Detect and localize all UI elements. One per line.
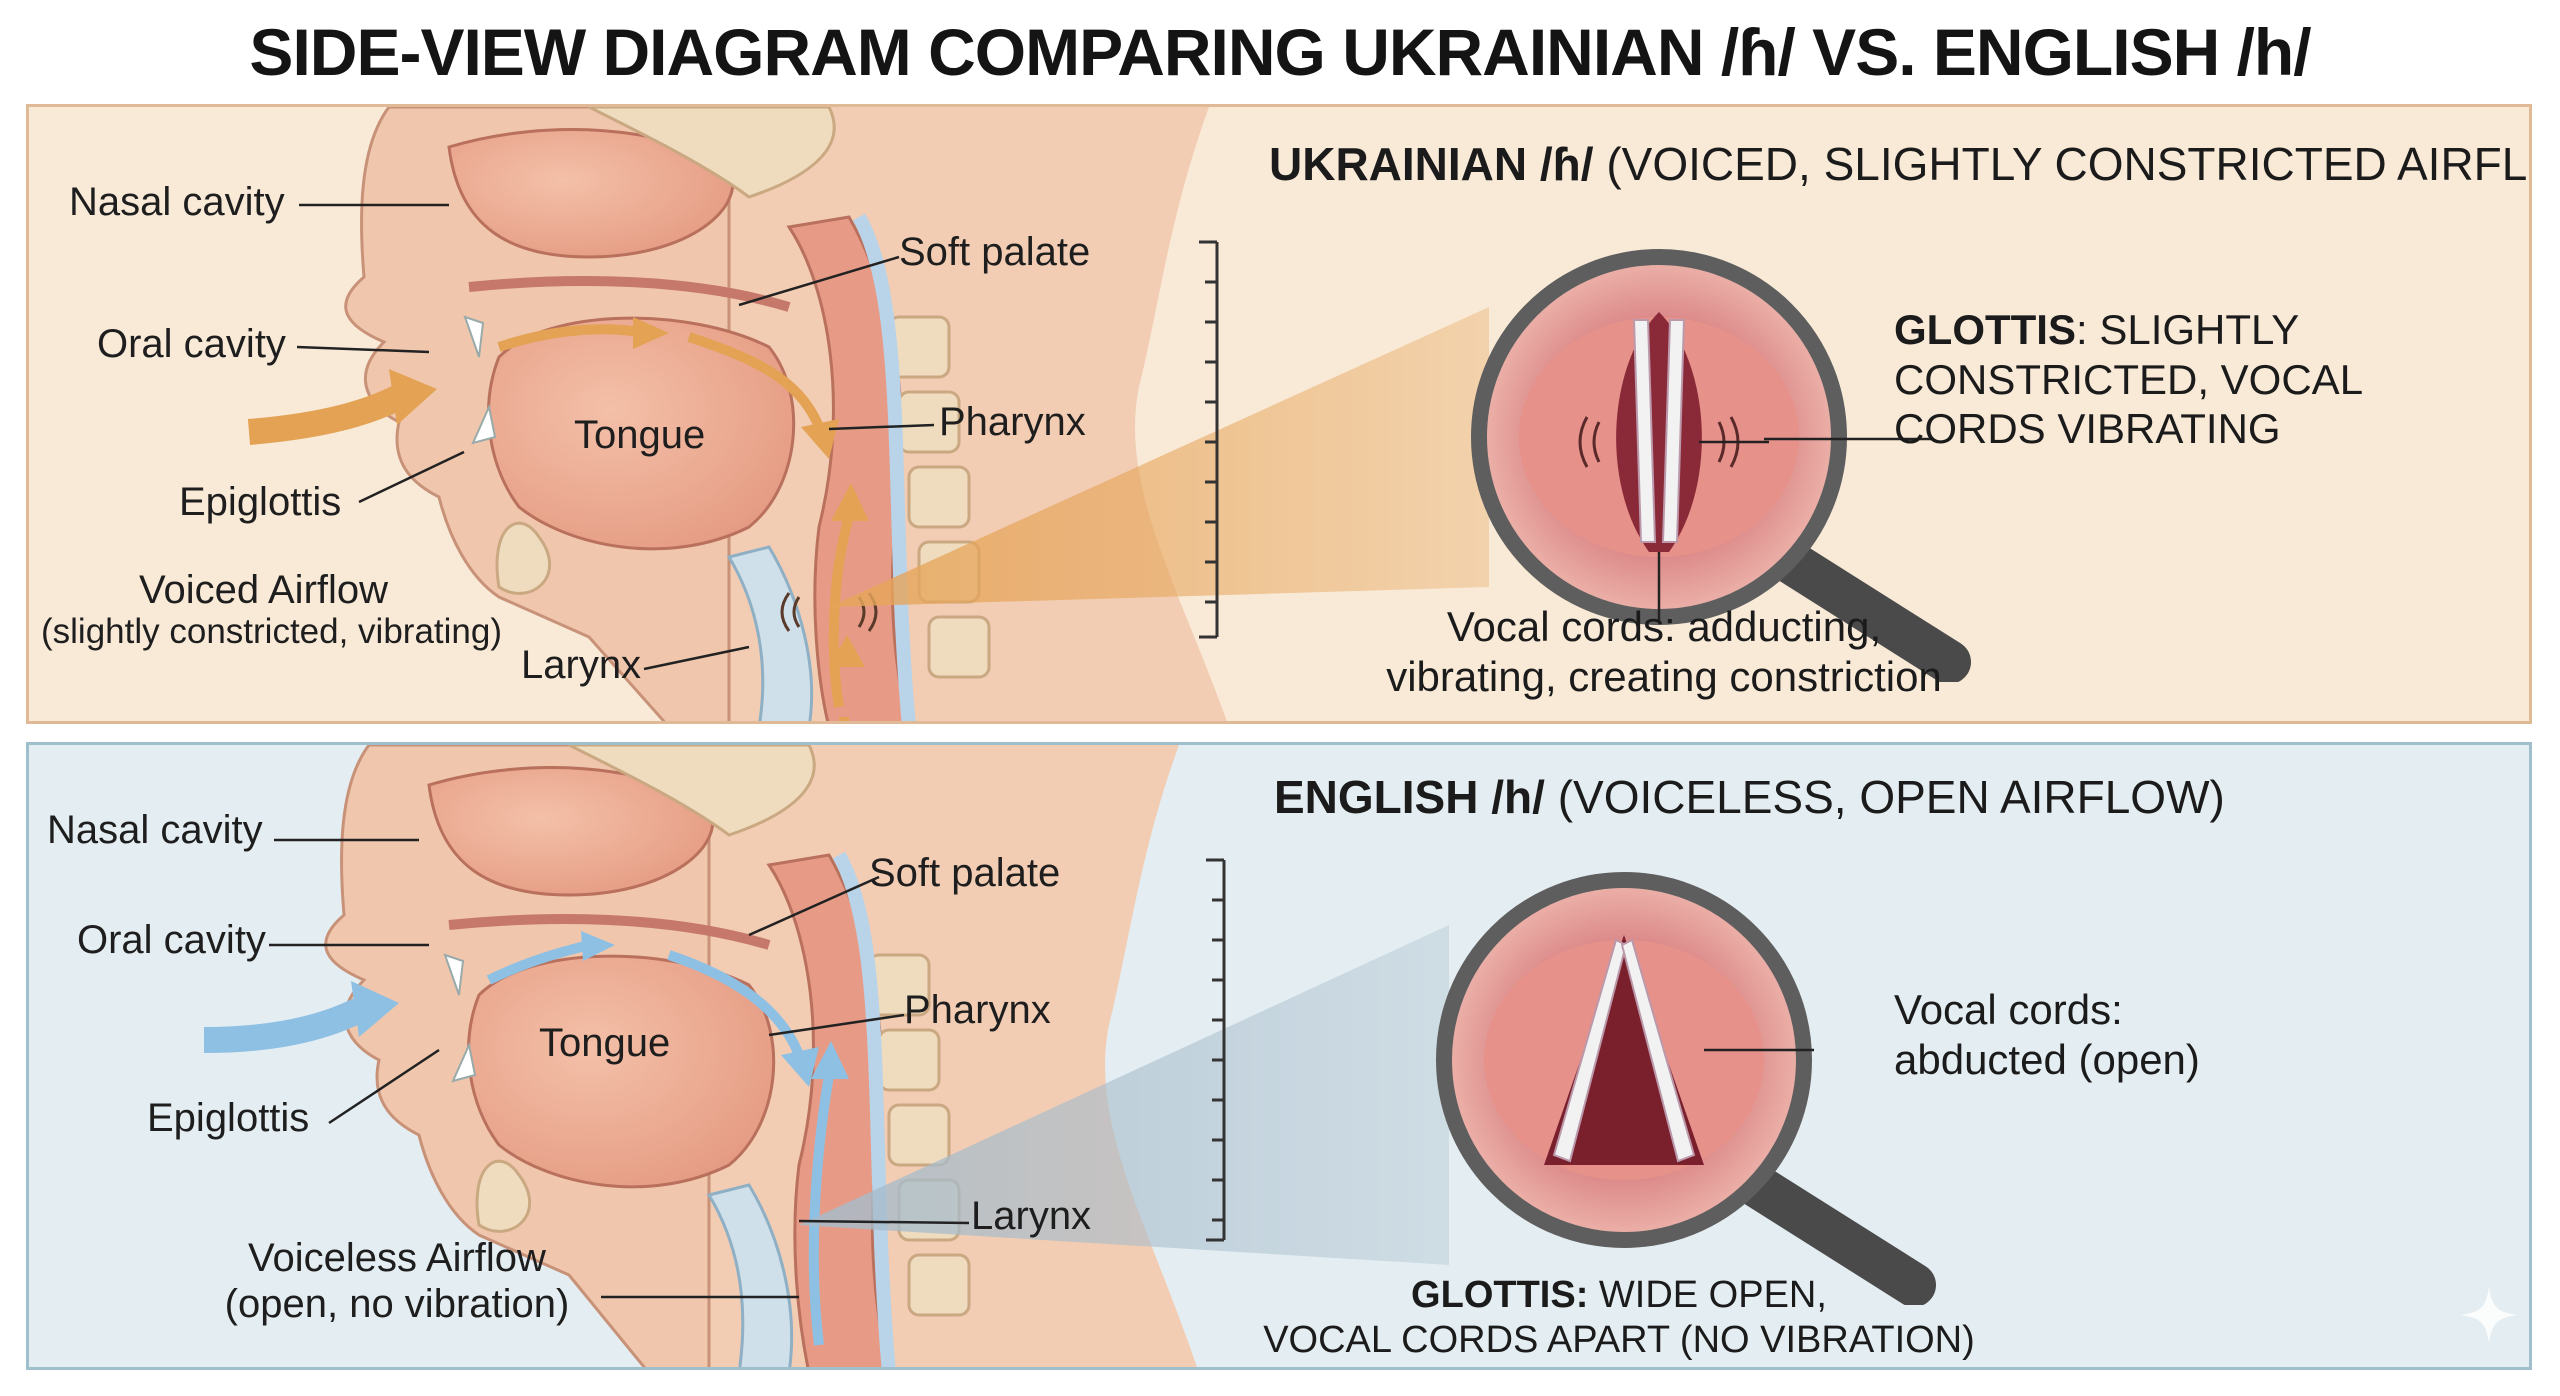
english-glottis-bold: GLOTTIS: xyxy=(1411,1274,1589,1316)
label-voiced-airflow: Voiced Airflow xyxy=(139,568,389,612)
label-epiglottis: Epiglottis xyxy=(147,1096,310,1140)
ukrainian-heading-rest: (VOICED, SLIGHTLY CONSTRICTED AIRFLOW) xyxy=(1606,138,2532,190)
label-soft-palate: Soft palate xyxy=(869,851,1061,895)
ukrainian-heading: UKRAINIAN /ɦ/ (VOICED, SLIGHTLY CONSTRIC… xyxy=(1269,137,2532,191)
english-heading-bold: ENGLISH /h/ xyxy=(1274,771,1545,823)
label-epiglottis: Epiglottis xyxy=(179,480,342,524)
english-glottis-line1: WIDE OPEN, xyxy=(1588,1274,1827,1316)
label-oral-cavity: Oral cavity xyxy=(77,918,266,962)
english-heading: ENGLISH /h/ (VOICELESS, OPEN AIRFLOW) xyxy=(1274,770,2225,824)
label-nasal-cavity: Nasal cavity xyxy=(47,808,263,852)
label-nasal-cavity: Nasal cavity xyxy=(69,180,285,224)
english-anatomy-illustration xyxy=(203,745,1449,1367)
label-voiceless-airflow-sub: (open, no vibration) xyxy=(224,1282,570,1326)
english-panel: Nasal cavity Oral cavity Epiglottis Tong… xyxy=(26,742,2532,1370)
ukrainian-glottis-note: GLOTTIS: SLIGHTLY CONSTRICTED, VOCAL COR… xyxy=(1894,305,2363,454)
ukrainian-vocal-cords-note: Vocal cords: adducting, vibrating, creat… xyxy=(1329,602,1999,701)
label-soft-palate: Soft palate xyxy=(899,230,1091,274)
ukrainian-glottis-line1: : SLIGHTLY xyxy=(2076,306,2300,353)
ukrainian-glottis-bold: GLOTTIS xyxy=(1894,306,2076,353)
label-larynx: Larynx xyxy=(971,1194,1092,1238)
magnifier-icon xyxy=(1436,872,1936,1305)
label-voiceless-airflow: Voiceless Airflow (open, no vibration) xyxy=(197,1235,597,1327)
glottis-leader xyxy=(1764,437,1934,441)
label-voiced-airflow-sub: (slightly constricted, vibrating) xyxy=(41,612,502,651)
ukrainian-panel: Nasal cavity Oral cavity Epiglottis Tong… xyxy=(26,104,2532,724)
label-pharynx: Pharynx xyxy=(939,400,1086,444)
english-glottis-note: GLOTTIS: WIDE OPEN, VOCAL CORDS APART (N… xyxy=(1259,1273,1979,1363)
english-glottis-line2: VOCAL CORDS APART (NO VIBRATION) xyxy=(1263,1318,1975,1361)
ukrainian-vocal-cords-line2: vibrating, creating constriction xyxy=(1386,652,1942,700)
page-title: SIDE-VIEW DIAGRAM COMPARING UKRAINIAN /ɦ… xyxy=(249,15,2311,89)
label-larynx: Larynx xyxy=(521,643,642,687)
english-heading-rest: (VOICELESS, OPEN AIRFLOW) xyxy=(1557,771,2225,823)
magnifier-icon xyxy=(1471,249,1971,682)
english-vocal-cords-line2: abducted (open) xyxy=(1894,1035,2200,1083)
label-tongue: Tongue xyxy=(574,413,706,457)
label-tongue: Tongue xyxy=(539,1021,671,1065)
english-vocal-cords-note: Vocal cords: abducted (open) xyxy=(1894,985,2200,1084)
label-pharynx: Pharynx xyxy=(904,988,1051,1032)
ukrainian-heading-bold: UKRAINIAN /ɦ/ xyxy=(1269,138,1594,190)
sparkle-icon xyxy=(2461,1287,2517,1343)
label-oral-cavity: Oral cavity xyxy=(97,322,286,366)
ukrainian-vocal-cords-line1: Vocal cords: adducting, xyxy=(1446,603,1882,650)
ukrainian-glottis-line3: CORDS VIBRATING xyxy=(1894,405,2281,453)
english-vocal-cords-line1: Vocal cords: xyxy=(1894,986,2123,1033)
ukrainian-anatomy-illustration xyxy=(247,107,1489,721)
ukrainian-glottis-line2: CONSTRICTED, VOCAL xyxy=(1894,355,2364,403)
label-voiceless-airflow-title: Voiceless Airflow xyxy=(248,1236,546,1280)
